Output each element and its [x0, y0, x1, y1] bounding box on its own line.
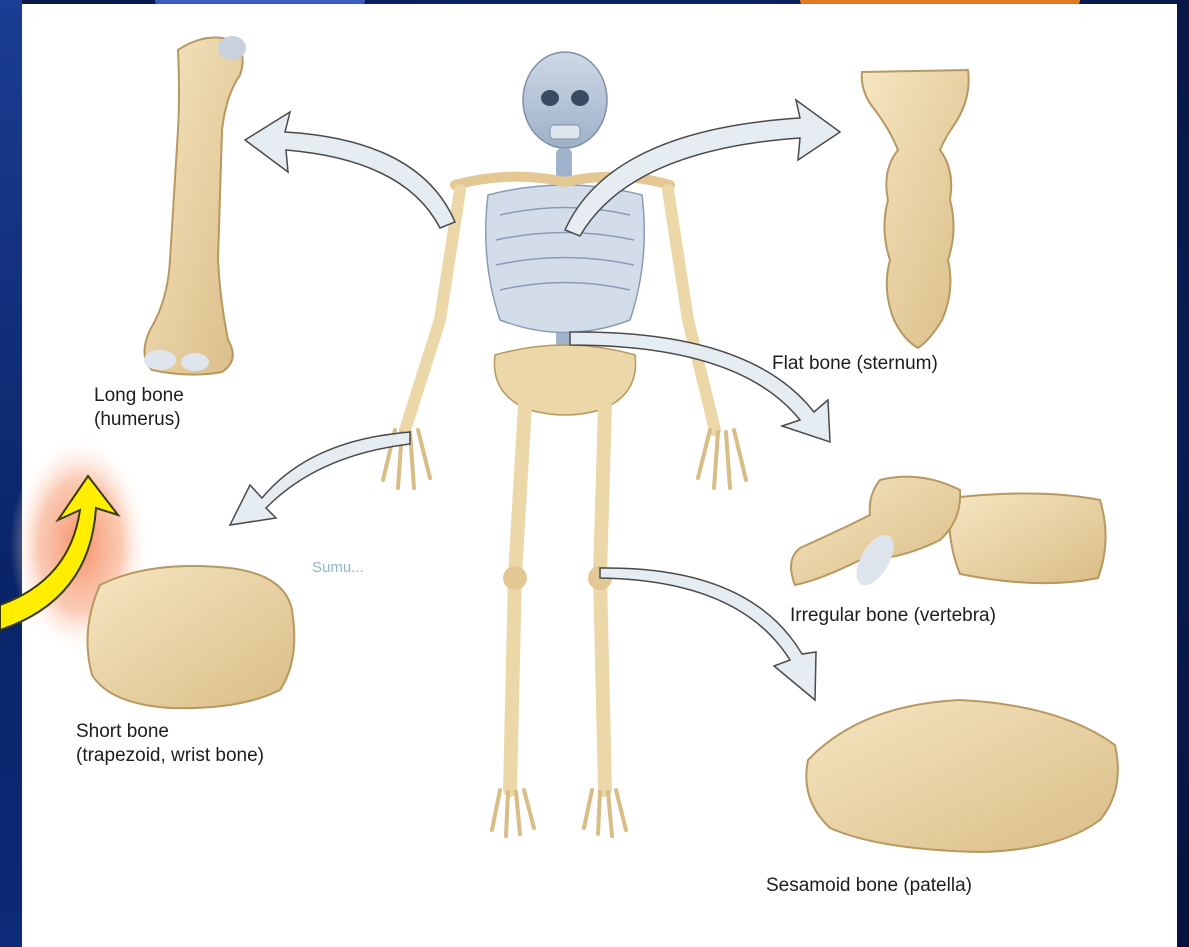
long-bone-label-line2: (humerus) [94, 408, 184, 432]
irregular-bone-label: Irregular bone (vertebra) [790, 604, 996, 628]
arrow-to-sesamoid-bone-icon [600, 568, 816, 700]
skeleton-figure-icon [383, 52, 746, 836]
short-bone-label-line2: (trapezoid, wrist bone) [76, 744, 264, 768]
humerus-icon [144, 36, 246, 375]
arrow-to-long-bone-icon [245, 112, 455, 228]
sternum-icon [862, 70, 969, 348]
sesamoid-bone-label: Sesamoid bone (patella) [766, 874, 972, 898]
vertebra-icon [791, 477, 1106, 592]
long-bone-label: Long bone (humerus) [94, 384, 184, 432]
short-bone-label-line1: Short bone [76, 720, 264, 744]
flat-bone-label: Flat bone (sternum) [772, 352, 938, 376]
trapezoid-icon [88, 566, 295, 708]
watermark-text: Sumu... [312, 556, 364, 580]
long-bone-label-line1: Long bone [94, 384, 184, 408]
short-bone-label: Short bone (trapezoid, wrist bone) [76, 720, 264, 768]
patella-icon [806, 700, 1118, 852]
